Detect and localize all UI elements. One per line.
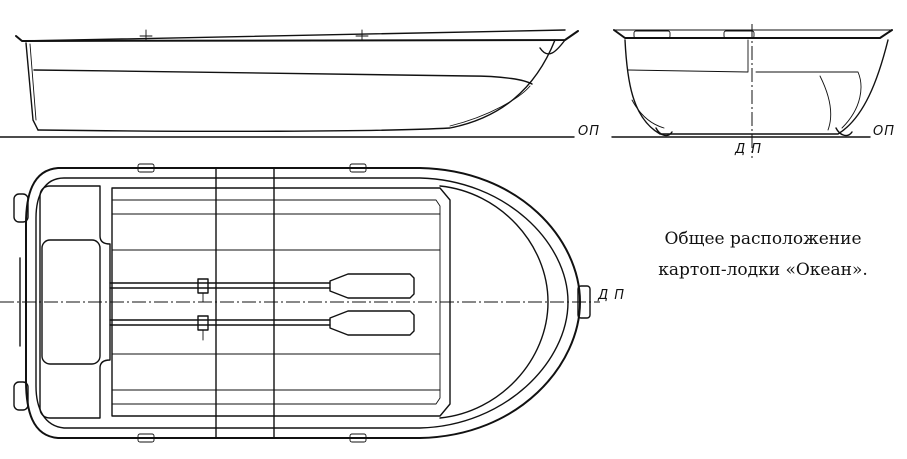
front-bilge-left [631,99,665,129]
top-stern-seat [39,185,111,419]
top-oar-2-blade [329,310,415,336]
side-transom [25,42,39,131]
top-middle-thwart [215,167,275,439]
label-base-line-side: ОП [578,124,601,139]
front-hull-outline [624,39,889,135]
side-keel-line [37,39,556,133]
top-oar-2-grip [197,315,209,331]
top-stern-handle-1 [13,193,29,223]
drawing-caption: Общее расположение картоп-лодки «Океан». [648,224,878,286]
top-oarlock-2 [349,163,367,173]
side-sheer-line [15,30,579,42]
top-stern-locker [41,239,101,365]
side-view [0,29,579,138]
side-gunwale-top [21,29,566,42]
top-oar-1-grip [197,278,209,294]
top-view [0,163,600,443]
top-oar-1 [109,273,415,303]
top-floor-inner [111,199,441,405]
top-oar-1-blade [329,273,415,299]
top-bow-handle [577,285,591,319]
top-floor-frame [111,187,451,417]
top-hull-outline [25,167,581,439]
top-oarlock-4 [349,433,367,443]
front-keel-left [655,127,673,137]
front-handle-right [723,30,755,39]
label-base-line-front: ОП [873,124,896,139]
top-oarlock-3 [137,433,155,443]
side-forefoot-line [449,85,531,127]
top-oarlock-1 [137,163,155,173]
front-inner-right [755,71,862,129]
front-handle-left [633,30,671,39]
top-oar-2 [109,310,415,341]
side-stem [539,39,566,55]
top-bow-bench [439,185,549,419]
label-center-plane-top: Д П [598,288,626,303]
top-stern-handle-2 [13,381,29,411]
caption-line-1: Общее расположение [664,229,862,249]
side-oarlock-2 [355,29,369,41]
caption-line-2: картоп-лодки «Океан». [658,260,868,280]
top-inner-outline [35,177,569,429]
label-center-plane-front: Д П [735,142,763,157]
front-bilge-right [819,75,832,131]
front-inner-left [627,39,749,73]
front-keel-right [835,127,853,137]
side-chine-line [33,69,533,85]
side-oarlock-1 [139,29,153,41]
side-transom-inner [29,43,37,121]
front-view [611,24,893,158]
